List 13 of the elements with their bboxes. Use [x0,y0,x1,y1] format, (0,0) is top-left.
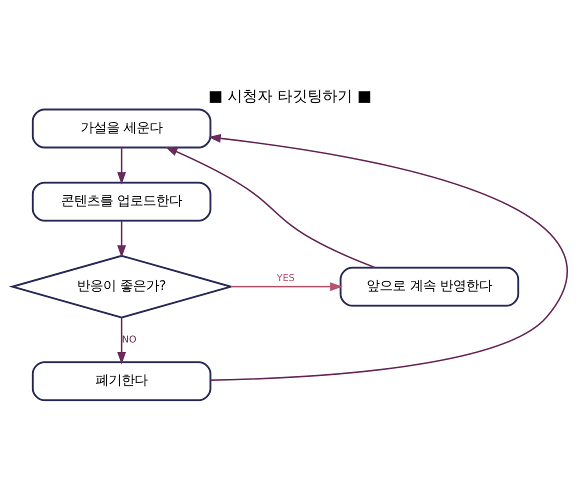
arrow [117,318,126,364]
node-box: 콘텐츠를 업로드한다 [32,182,212,222]
edge-label: NO [122,334,137,346]
arrow [208,134,567,381]
diagram-title: ■ 시청자 타깃팅하기 ■ [208,86,372,105]
edge-label: YES [276,272,295,284]
node-box: 폐기한다 [32,361,212,402]
arrow [231,282,343,292]
arrow [117,148,126,185]
node-box: 가설을 세운다 [32,108,212,148]
arrow [117,221,126,258]
node-box: 앞으로 계속 반영한다 [340,266,520,307]
arrow [164,146,376,268]
